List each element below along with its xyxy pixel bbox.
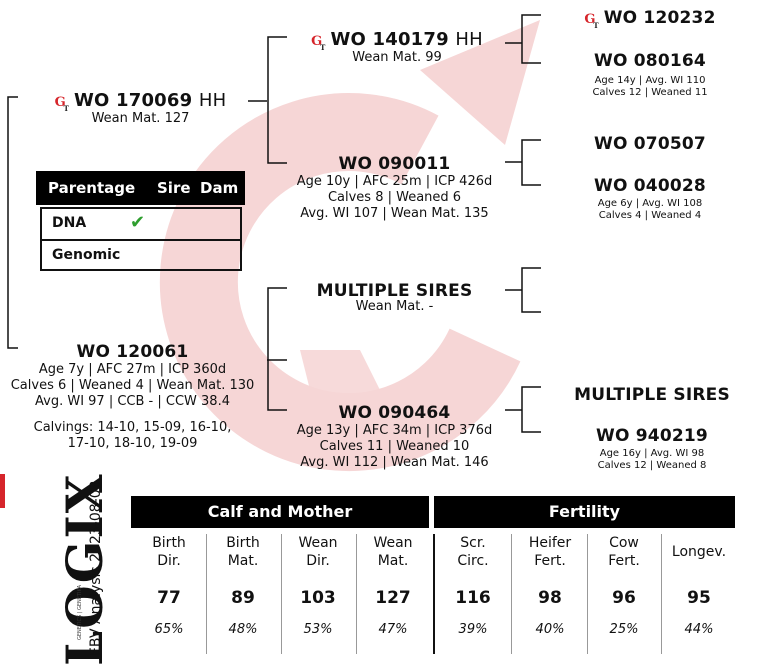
sire-dam-dam-detail2: Calves 4 | Weaned 4 bbox=[560, 210, 740, 222]
sire-dam-detail3: Avg. WI 107 | Wean Mat. 135 bbox=[282, 206, 507, 222]
dam-sire-code: MULTIPLE SIRES bbox=[292, 281, 497, 301]
dam-detail2: Calves 6 | Weaned 4 | Wean Mat. 130 bbox=[0, 378, 265, 394]
parentage-row-label: DNA bbox=[52, 215, 86, 231]
sire-sire-code: WO 140179 bbox=[330, 29, 448, 50]
sire-dam-dam-code: WO 040028 bbox=[560, 176, 740, 196]
dam-dam-sire-card: MULTIPLE SIRES bbox=[562, 385, 742, 405]
dam-detail3: Avg. WI 97 | CCB - | CCW 38.4 bbox=[0, 394, 265, 410]
parentage-header-sire: Sire bbox=[157, 179, 191, 197]
score-value: 103 bbox=[283, 588, 353, 608]
sire-detail: Wean Mat. 127 bbox=[38, 111, 243, 127]
sire-dam-card: WO 090011 Age 10y | AFC 25m | ICP 426d C… bbox=[282, 154, 507, 222]
sire-dam-sire-code: WO 070507 bbox=[560, 134, 740, 154]
parentage-header-dam: Dam bbox=[200, 179, 238, 197]
score-value: 89 bbox=[208, 588, 278, 608]
dam-detail1: Age 7y | AFC 27m | ICP 360d bbox=[0, 362, 265, 378]
dam-dam-detail1: Age 13y | AFC 34m | ICP 376d bbox=[282, 423, 507, 439]
dam-dam-sire-code: MULTIPLE SIRES bbox=[562, 385, 742, 405]
accent-bar bbox=[0, 474, 5, 508]
sire-sire-suffix: HH bbox=[455, 29, 482, 50]
score-accuracy: 25% bbox=[589, 622, 659, 637]
score-accuracy: 44% bbox=[664, 622, 734, 637]
score-value: 95 bbox=[664, 588, 734, 608]
sire-sire-dam-card: WO 080164 Age 14y | Avg. WI 110 Calves 1… bbox=[560, 51, 740, 99]
dam-dam-dam-code: WO 940219 bbox=[562, 426, 742, 446]
dam-dam-detail3: Avg. WI 112 | Wean Mat. 146 bbox=[282, 455, 507, 471]
dam-dam-dam-detail2: Calves 12 | Weaned 8 bbox=[562, 460, 742, 472]
dam-dam-dam-detail1: Age 16y | Avg. WI 98 bbox=[562, 448, 742, 460]
sire-sire-sire-code: WO 120232 bbox=[604, 8, 716, 28]
score-value: 96 bbox=[589, 588, 659, 608]
dam-dam-dam-card: WO 940219 Age 16y | Avg. WI 98 Calves 12… bbox=[562, 426, 742, 472]
sire-dam-detail1: Age 10y | AFC 25m | ICP 426d bbox=[282, 174, 507, 190]
parentage-header-label: Parentage bbox=[48, 179, 135, 197]
brand-subtitle: GENETICS | GENETIKA bbox=[77, 585, 83, 640]
sire-dam-dam-detail1: Age 6y | Avg. WI 108 bbox=[560, 198, 740, 210]
parentage-row-label: Genomic bbox=[52, 247, 120, 263]
sire-sire-dam-code: WO 080164 bbox=[560, 51, 740, 71]
parentage-header: Parentage Sire Dam bbox=[36, 171, 245, 205]
parentage-row-genomic: Genomic bbox=[42, 241, 240, 271]
sire-sire-dam-detail2: Calves 12 | Weaned 11 bbox=[560, 87, 740, 99]
analysis-date: EBV Analysis 2023-08-03 bbox=[88, 480, 104, 656]
dam-card: WO 120061 Age 7y | AFC 27m | ICP 360d Ca… bbox=[0, 342, 265, 452]
dam-dam-detail2: Calves 11 | Weaned 10 bbox=[282, 439, 507, 455]
score-value: 116 bbox=[438, 588, 508, 608]
sire-dam-code: WO 090011 bbox=[282, 154, 507, 174]
score-column: Scr.Circ. 116 39% bbox=[438, 534, 508, 637]
dam-sire-detail: Wean Mat. - bbox=[292, 299, 497, 315]
check-icon: ✔ bbox=[130, 212, 145, 233]
score-accuracy: 47% bbox=[358, 622, 428, 637]
sire-code: WO 170069 bbox=[74, 90, 192, 111]
score-value: 98 bbox=[515, 588, 585, 608]
sire-sire-dam-detail1: Age 14y | Avg. WI 110 bbox=[560, 75, 740, 87]
score-value: 77 bbox=[134, 588, 204, 608]
group-header-calf-mother: Calf and Mother bbox=[131, 496, 429, 528]
dam-sire-card: MULTIPLE SIRES Wean Mat. - bbox=[292, 281, 497, 315]
parentage-table: DNA ✔ Genomic bbox=[40, 207, 242, 271]
score-column: Longev. 95 44% bbox=[664, 534, 734, 637]
dam-dam-code: WO 090464 bbox=[282, 403, 507, 423]
score-accuracy: 48% bbox=[208, 622, 278, 637]
score-accuracy: 53% bbox=[283, 622, 353, 637]
logix-logo: LOGIX GENETICS | GENETIKA EBV Analysis 2… bbox=[0, 470, 120, 659]
dam-calvings2: 17-10, 18-10, 19-09 bbox=[0, 436, 265, 452]
sire-dam-sire-card: WO 070507 bbox=[560, 134, 740, 154]
parentage-row-dna: DNA ✔ bbox=[42, 209, 240, 241]
score-accuracy: 39% bbox=[438, 622, 508, 637]
score-value: 127 bbox=[358, 588, 428, 608]
sire-dam-dam-card: WO 040028 Age 6y | Avg. WI 108 Calves 4 … bbox=[560, 176, 740, 222]
dam-code: WO 120061 bbox=[0, 342, 265, 362]
score-accuracy: 65% bbox=[134, 622, 204, 637]
score-accuracy: 40% bbox=[515, 622, 585, 637]
sire-sire-detail: Wean Mat. 99 bbox=[292, 50, 502, 66]
group-header-fertility: Fertility bbox=[434, 496, 735, 528]
sire-dam-detail2: Calves 8 | Weaned 6 bbox=[282, 190, 507, 206]
dam-calvings1: Calvings: 14-10, 15-09, 16-10, bbox=[0, 420, 265, 436]
sire-suffix: HH bbox=[199, 90, 226, 111]
dam-dam-card: WO 090464 Age 13y | AFC 34m | ICP 376d C… bbox=[282, 403, 507, 471]
